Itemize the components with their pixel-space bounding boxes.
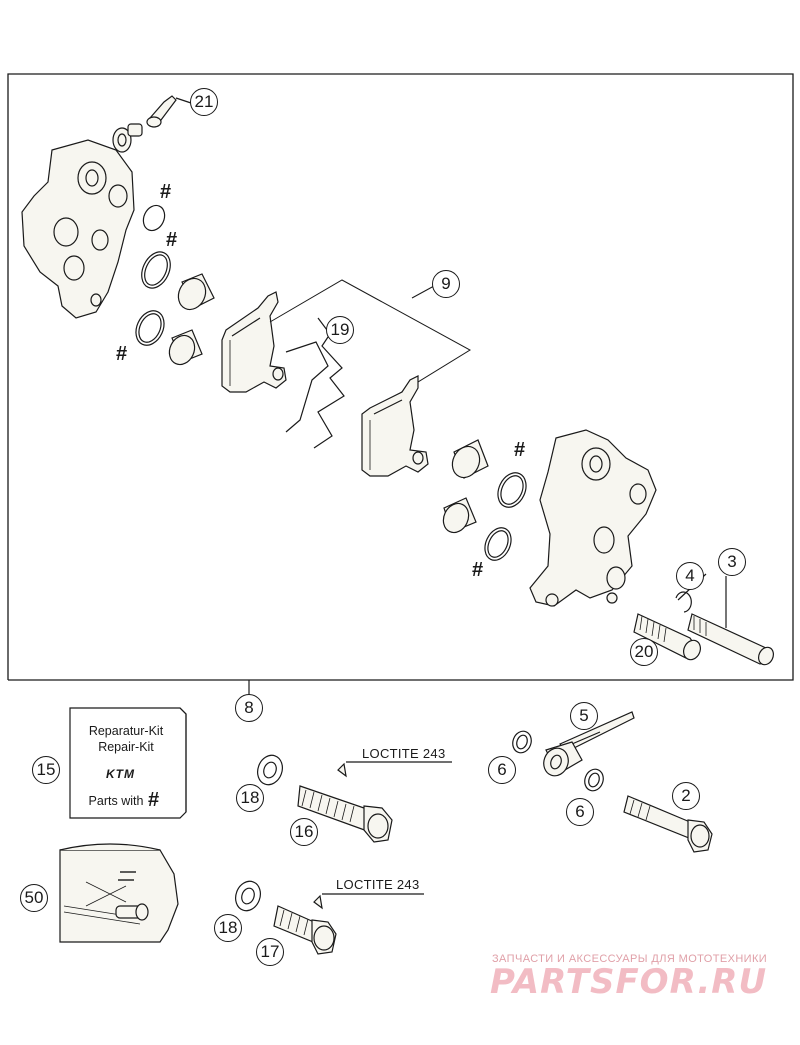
- repair-kit-box: [69, 707, 187, 819]
- seal-marker: #: [160, 181, 172, 203]
- caliper-half-left: [21, 139, 135, 319]
- ktm-logo: KTM: [106, 767, 135, 781]
- caliper-bolt-short: [273, 893, 424, 955]
- pad-set-leader: [269, 279, 471, 399]
- callout-6-right: 6: [566, 798, 594, 826]
- pistons-left: [168, 273, 215, 366]
- bleeder-cap: [112, 123, 143, 153]
- seal-marker: #: [472, 559, 484, 581]
- repair-kit-parts-with: Parts with: [88, 794, 144, 808]
- callout-6-left: 6: [488, 756, 516, 784]
- seals-left: [135, 204, 171, 346]
- callout-8: 8: [235, 694, 263, 722]
- callout-19: 19: [326, 316, 354, 344]
- watermark-caption: ЗАПЧАСТИ И АКСЕССУАРЫ ДЛЯ МОТОТЕХНИКИ: [492, 953, 768, 965]
- callout-9: 9: [432, 270, 460, 298]
- pad-spring: [285, 317, 345, 449]
- callout-17: 17: [256, 938, 284, 966]
- callout-50: 50: [20, 884, 48, 912]
- seal-marker: #: [116, 343, 128, 365]
- callout-4: 4: [676, 562, 704, 590]
- caliper-bolt-long: [297, 761, 452, 843]
- assembly-frame: [7, 73, 794, 696]
- callout-20: 20: [630, 638, 658, 666]
- repair-kit-title-de: Reparatur-Kit: [88, 724, 164, 738]
- callout-15: 15: [32, 756, 60, 784]
- callout-3: 3: [718, 548, 746, 576]
- pad-pin-short: [633, 613, 701, 661]
- loctite-note-upper: LOCTITE 243: [362, 746, 446, 761]
- callout-16: 16: [290, 818, 318, 846]
- callout-18-upper: 18: [236, 784, 264, 812]
- callout-18-lower: 18: [214, 914, 242, 942]
- copper-washer-upper: [257, 754, 283, 786]
- seals-right: [484, 472, 527, 561]
- banjo-washers: [512, 730, 604, 792]
- banjo-bolt: [623, 795, 713, 853]
- bleeder-valve: [146, 95, 195, 128]
- callout-21: 21: [190, 88, 218, 116]
- brake-line-banjo: [543, 711, 635, 777]
- manual-booklet: [59, 843, 179, 943]
- caliper-half-right: [529, 429, 657, 607]
- seal-marker: #: [514, 439, 526, 461]
- brake-pad-right: [361, 375, 429, 477]
- watermark-brand: PARTSFOR.RU: [490, 962, 768, 1002]
- repair-kit-title-en: Repair-Kit: [98, 740, 154, 754]
- repair-kit-mark: #: [148, 789, 160, 811]
- loctite-note-lower: LOCTITE 243: [336, 877, 420, 892]
- callout-5: 5: [570, 702, 598, 730]
- pad-pin-long: [687, 576, 774, 666]
- callout-2: 2: [672, 782, 700, 810]
- brake-pad-left: [221, 291, 287, 393]
- copper-washer-lower: [235, 880, 261, 912]
- seal-marker: #: [166, 229, 178, 251]
- pistons-right: [442, 439, 489, 534]
